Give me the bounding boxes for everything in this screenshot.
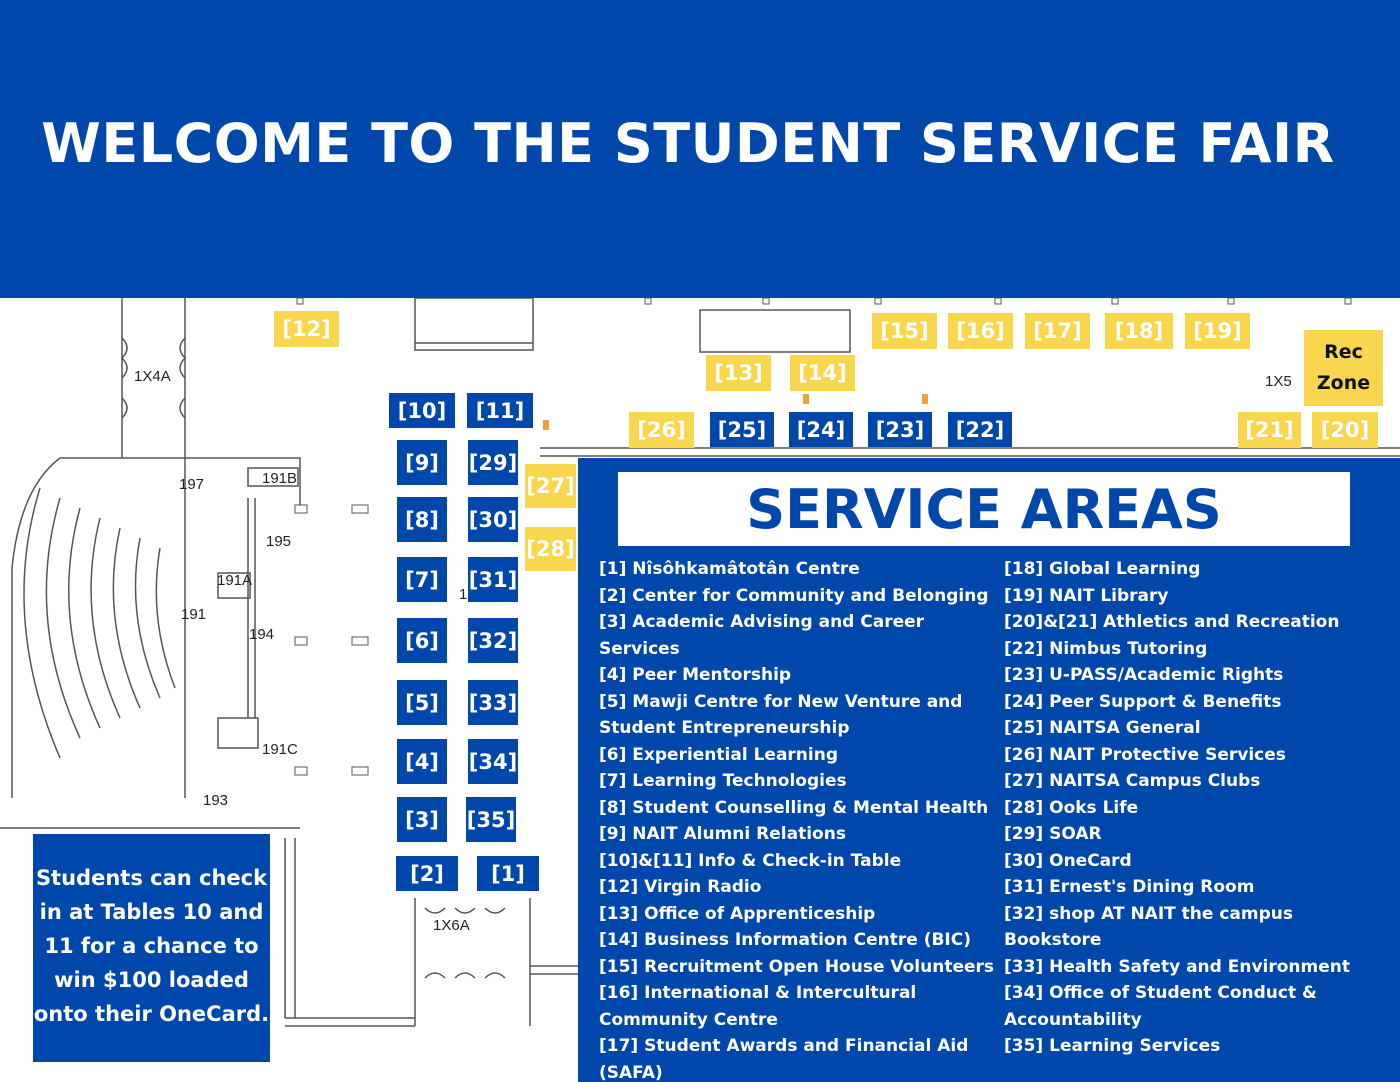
service-area-item: [26] NAIT Protective Services <box>1004 744 1286 765</box>
table-16[interactable]: [16] <box>948 313 1013 349</box>
table-26[interactable]: [26] <box>629 412 694 448</box>
table-11[interactable]: [11] <box>467 393 533 428</box>
header-banner: WELCOME TO THE STUDENT SERVICE FAIR <box>0 0 1400 298</box>
table-20[interactable]: [20] <box>1312 412 1378 448</box>
service-area-item: [35] Learning Services <box>1004 1036 1221 1056</box>
service-area-item: [18] Global Learning <box>1004 559 1201 579</box>
room-label: 1X6A <box>433 917 470 934</box>
service-areas-panel: SERVICE AREAS [1] Nîsôhkamâtotân Centre[… <box>578 458 1400 1082</box>
table-24[interactable]: [24] <box>789 412 853 447</box>
room-label: 197 <box>179 476 205 493</box>
room-label: 191A <box>217 572 253 589</box>
room-label: 191C <box>262 741 298 758</box>
table-32[interactable]: [32] <box>468 618 518 663</box>
table-29[interactable]: [29] <box>468 440 518 485</box>
checkin-note: Students can check in at Tables 10 and 1… <box>33 834 270 1062</box>
table-8[interactable]: [8] <box>397 497 447 542</box>
table-3[interactable]: [3] <box>397 797 447 842</box>
rec-zone[interactable]: Rec Zone <box>1304 330 1383 406</box>
service-area-item: [30] OneCard <box>1004 850 1132 871</box>
room-label: 191 <box>181 606 207 623</box>
service-area-item: [8] Student Counselling & Mental Health <box>599 797 989 818</box>
table-13[interactable]: [13] <box>706 355 771 391</box>
service-area-item: [2] Center for Community and Belonging <box>599 585 989 606</box>
service-areas-title: SERVICE AREAS <box>618 472 1350 546</box>
service-area-item: [15] Recruitment Open House Volunteers <box>599 956 995 977</box>
service-areas-right-column: [18] Global Learning [19] NAIT Library [20… <box>1004 556 1394 1060</box>
service-area-item: [19] NAIT Library <box>1004 585 1169 606</box>
service-area-item: [25] NAITSA General <box>1004 718 1201 738</box>
service-area-item: [31] Ernest's Dining Room <box>1004 877 1255 897</box>
floor-plan: 1X4A 197 191B 195 191A 191 194 191C 193 … <box>0 298 1400 1082</box>
room-label: 1 <box>459 586 468 603</box>
service-area-item: [22] Nimbus Tutoring <box>1004 638 1208 659</box>
service-area-item: [24] Peer Support & Benefits <box>1004 691 1282 712</box>
table-28[interactable]: [28] <box>525 527 576 571</box>
table-9[interactable]: [9] <box>397 440 447 485</box>
service-area-item: [29] SOAR <box>1004 824 1102 844</box>
table-12[interactable]: [12] <box>274 311 339 347</box>
table-30[interactable]: [30] <box>468 497 518 542</box>
table-1[interactable]: [1] <box>477 856 539 891</box>
service-area-item: [20]&[21] Athletics and Recreation <box>1004 612 1340 632</box>
table-25[interactable]: [25] <box>710 412 774 447</box>
table-15[interactable]: [15] <box>872 313 937 349</box>
service-area-item: [33] Health Safety and Environment <box>1004 956 1351 977</box>
service-area-item: [16] International & Intercultural Commu… <box>599 983 917 1030</box>
room-label: 1X5 <box>1265 373 1292 390</box>
room-label: 1X4A <box>134 368 171 385</box>
table-4[interactable]: [4] <box>397 739 447 784</box>
table-34[interactable]: [34] <box>468 739 518 784</box>
service-area-item: [13] Office of Apprenticeship <box>599 903 876 924</box>
table-14[interactable]: [14] <box>790 355 855 391</box>
table-21[interactable]: [21] <box>1238 412 1301 448</box>
service-area-item: [17] Student Awards and Financial Aid (S… <box>599 1036 969 1082</box>
service-area-item: [3] Academic Advising and Career Service… <box>599 612 925 659</box>
room-label: 194 <box>249 626 275 643</box>
service-area-item: [4] Peer Mentorship <box>599 665 792 685</box>
table-35[interactable]: [35] <box>466 797 516 842</box>
service-area-item: [10]&[11] Info & Check-in Table <box>599 850 902 871</box>
table-33[interactable]: [33] <box>468 680 518 725</box>
room-label: 193 <box>203 792 229 809</box>
service-area-item: [9] NAIT Alumni Relations <box>599 824 846 844</box>
rec-zone-line1: Rec <box>1324 341 1363 363</box>
table-17[interactable]: [17] <box>1025 313 1090 349</box>
service-area-item: [23] U-PASS/Academic Rights <box>1004 665 1284 685</box>
service-area-item: [1] Nîsôhkamâtotân Centre <box>599 559 860 579</box>
table-31[interactable]: [31] <box>468 557 518 602</box>
rec-zone-line2: Zone <box>1316 372 1371 394</box>
room-label: 195 <box>266 533 292 550</box>
floor-plan-drawing <box>0 298 1400 1027</box>
table-19[interactable]: [19] <box>1185 313 1250 349</box>
room-label: 191B <box>262 470 298 487</box>
service-area-item: [27] NAITSA Campus Clubs <box>1004 771 1261 791</box>
service-area-item: [34] Office of Student Conduct & Account… <box>1004 983 1317 1030</box>
table-27[interactable]: [27] <box>525 464 576 508</box>
table-18[interactable]: [18] <box>1105 313 1173 349</box>
table-6[interactable]: [6] <box>397 618 447 663</box>
service-area-item: [14] Business Information Centre (BIC) <box>599 930 971 950</box>
service-area-item: [5] Mawji Centre for New Venture and Stu… <box>599 691 963 739</box>
page-title: WELCOME TO THE STUDENT SERVICE FAIR <box>41 112 1335 175</box>
service-area-item: [7] Learning Technologies <box>599 771 847 791</box>
service-area-item: [12] Virgin Radio <box>599 877 762 897</box>
service-area-item: [6] Experiential Learning <box>599 744 838 765</box>
table-22[interactable]: [22] <box>948 412 1012 447</box>
table-2[interactable]: [2] <box>396 856 458 891</box>
table-7[interactable]: [7] <box>397 557 447 602</box>
table-10[interactable]: [10] <box>389 393 455 428</box>
table-5[interactable]: [5] <box>397 680 447 725</box>
service-areas-left-column: [1] Nîsôhkamâtotân Centre [2] Center for … <box>599 556 999 1082</box>
service-area-item: [28] Ooks Life <box>1004 797 1139 818</box>
service-area-item: [32] shop AT NAIT the campus Bookstore <box>1004 903 1294 951</box>
table-23[interactable]: [23] <box>868 412 932 447</box>
